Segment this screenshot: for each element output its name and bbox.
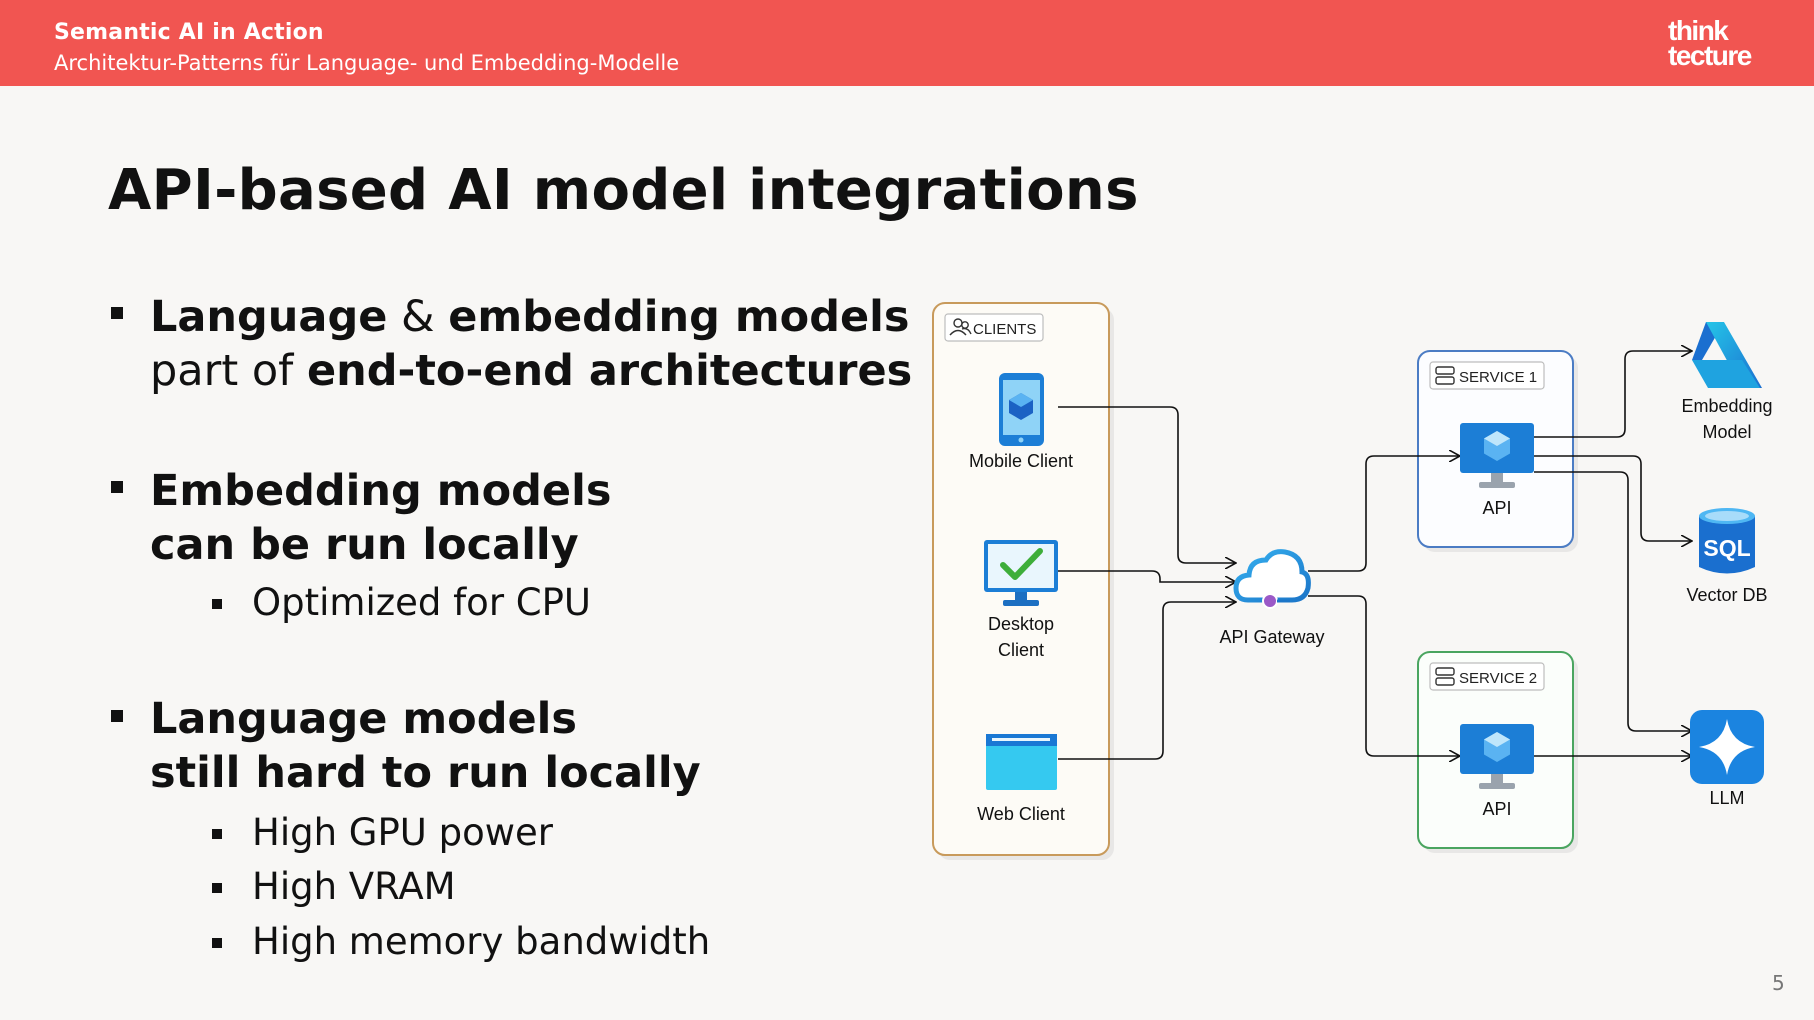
- mobile-client-label: Mobile Client: [969, 451, 1073, 471]
- clients-group-label: CLIENTS: [973, 321, 1036, 338]
- page-number: 5: [1772, 971, 1785, 995]
- bullet-marker: [111, 710, 123, 722]
- edge-api1-to-llm: [1534, 471, 1692, 731]
- text-ampersand: &: [387, 292, 449, 342]
- users-icon: [949, 318, 972, 336]
- text-can-be-run-locally: can be run locally: [150, 520, 579, 570]
- sub-bullet-marker: [212, 883, 222, 893]
- embedding-model-label-line-1: Embedding: [1681, 396, 1772, 416]
- sub-bullet-optimized-cpu: Optimized for CPU: [252, 581, 592, 624]
- edge-api1-to-vectordb: [1534, 455, 1692, 541]
- text-language: Language: [150, 292, 388, 342]
- logo-line-tecture: tecture: [1668, 40, 1752, 71]
- deck-title: Semantic AI in Action: [54, 20, 324, 45]
- text-embedding-models: embedding models: [448, 292, 910, 342]
- sql-icon-text: SQL: [1703, 535, 1750, 561]
- sql-database-icon: SQL: [1699, 508, 1755, 574]
- api-2-label: API: [1482, 799, 1511, 819]
- edge-mobile-to-gateway: [1058, 406, 1236, 563]
- desktop-client-icon: [984, 540, 1058, 606]
- connectors: [1058, 351, 1692, 759]
- text-embedding-models-heading: Embedding models: [150, 466, 612, 516]
- azure-ml-icon: [1692, 322, 1762, 388]
- text-still-hard: still hard to run locally: [150, 748, 701, 798]
- api-2-monitor-icon: [1460, 724, 1534, 789]
- bullet-1-line-1: Language & embedding models: [150, 290, 909, 344]
- mobile-client-icon: [999, 373, 1044, 446]
- edge-desktop-to-gateway: [1058, 570, 1236, 582]
- deck-subtitle: Architektur-Patterns für Language- und E…: [54, 51, 680, 75]
- edge-api1-to-embedding: [1534, 351, 1692, 438]
- web-client-label: Web Client: [977, 804, 1065, 824]
- api-gateway-label: API Gateway: [1219, 627, 1324, 647]
- sub-bullet-memory-bandwidth: High memory bandwidth: [252, 920, 711, 963]
- bullet-marker: [111, 307, 123, 319]
- service-2-label: SERVICE 2: [1459, 670, 1537, 687]
- sparkle-llm-icon: [1690, 710, 1764, 784]
- api-1-monitor-icon: [1460, 423, 1534, 488]
- sub-bullet-marker: [212, 938, 222, 948]
- sub-bullet-gpu-power: High GPU power: [252, 811, 553, 854]
- logo-line-think: think: [1668, 15, 1729, 46]
- bullet-marker: [111, 481, 123, 493]
- slide-title: API-based AI model integrations: [108, 158, 1139, 223]
- api-gateway-cloud-icon: [1233, 549, 1311, 609]
- api-1-label: API: [1482, 498, 1511, 518]
- bullet-3-line-2: still hard to run locally: [150, 746, 701, 800]
- embedding-model-label-line-2: Model: [1702, 422, 1751, 442]
- edge-gateway-to-service2: [1308, 595, 1460, 756]
- bullet-2-line-1: Embedding models: [150, 464, 611, 518]
- desktop-client-label-line-1: Desktop: [988, 614, 1054, 634]
- sub-bullet-vram: High VRAM: [252, 865, 456, 908]
- browser-window-icon: [986, 734, 1057, 790]
- text-language-models: Language models: [150, 694, 577, 744]
- service-1-label: SERVICE 1: [1459, 369, 1537, 386]
- header-bar: [0, 0, 1814, 86]
- bullet-2-line-2: can be run locally: [150, 518, 579, 572]
- thinktecture-logo: think tecture: [1668, 15, 1758, 71]
- text-end-to-end: end-to-end architectures: [306, 346, 913, 396]
- sub-bullet-marker: [212, 599, 222, 609]
- vector-db-label: Vector DB: [1686, 585, 1767, 605]
- desktop-client-label-line-2: Client: [998, 640, 1044, 660]
- edge-gateway-to-service1: [1308, 456, 1460, 572]
- server-icon: [1435, 667, 1455, 686]
- edge-web-to-gateway: [1058, 602, 1236, 760]
- text-part-of: part of: [150, 346, 307, 396]
- sub-bullet-marker: [212, 829, 222, 839]
- llm-label: LLM: [1709, 788, 1744, 808]
- bullet-3-line-1: Language models: [150, 692, 577, 746]
- server-icon: [1435, 366, 1455, 385]
- bullet-1-line-2: part of end-to-end architectures: [150, 344, 912, 398]
